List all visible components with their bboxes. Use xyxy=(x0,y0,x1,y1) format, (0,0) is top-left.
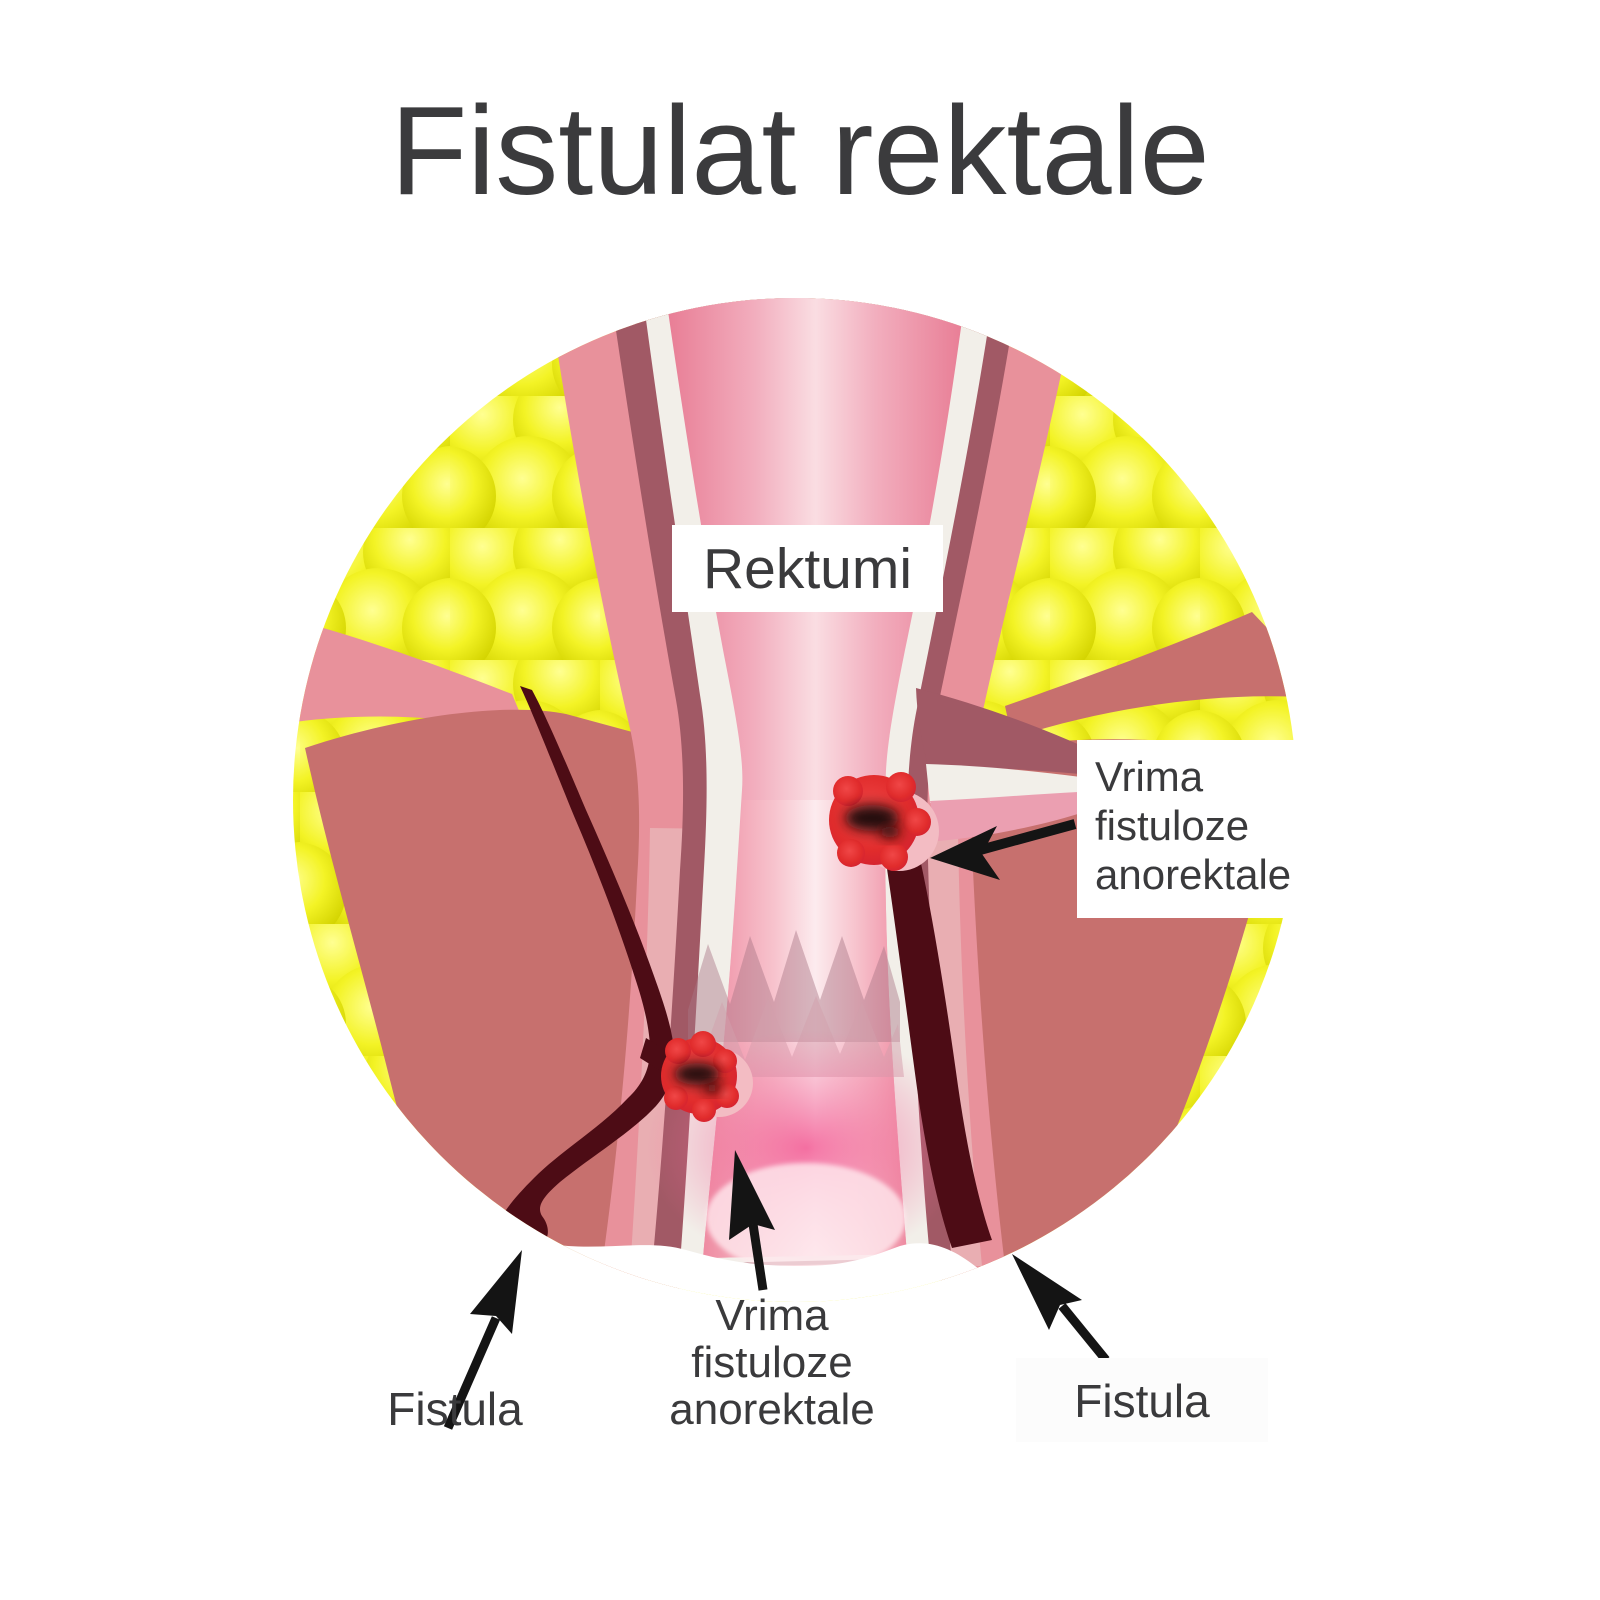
label-rectum-text: Rektumi xyxy=(702,536,913,601)
anorectal-junction-cream xyxy=(926,764,1152,803)
label-fistula-right: Fistula xyxy=(1016,1358,1268,1442)
arrow-fistula-right xyxy=(1012,1254,1110,1363)
label-fistula-left: Fistula xyxy=(387,1383,523,1435)
muscle-band-left xyxy=(295,620,528,732)
arrow-opening-bottom xyxy=(729,1150,775,1291)
fistula-track-right xyxy=(882,832,992,1248)
muscle-band-right xyxy=(1005,612,1297,738)
diagram-title: Fistulat rektale xyxy=(390,80,1210,221)
fistula-opening-right xyxy=(829,772,939,871)
arrow-fistula-left xyxy=(443,1250,522,1430)
arrow-opening-right xyxy=(930,819,1077,880)
label-rectum: Rektumi xyxy=(672,525,943,612)
label-opening-right: Vrima fistuloze anorektale xyxy=(1077,740,1309,918)
dentate-line-upper xyxy=(688,930,900,1042)
fistula-track-left xyxy=(496,686,675,1253)
arrows xyxy=(443,819,1110,1430)
label-opening-bottom: Vrima fistuloze anorektale xyxy=(669,1291,875,1434)
fistula-opening-bottom xyxy=(661,1031,753,1122)
perineal-skin-cut xyxy=(293,1075,1297,1302)
